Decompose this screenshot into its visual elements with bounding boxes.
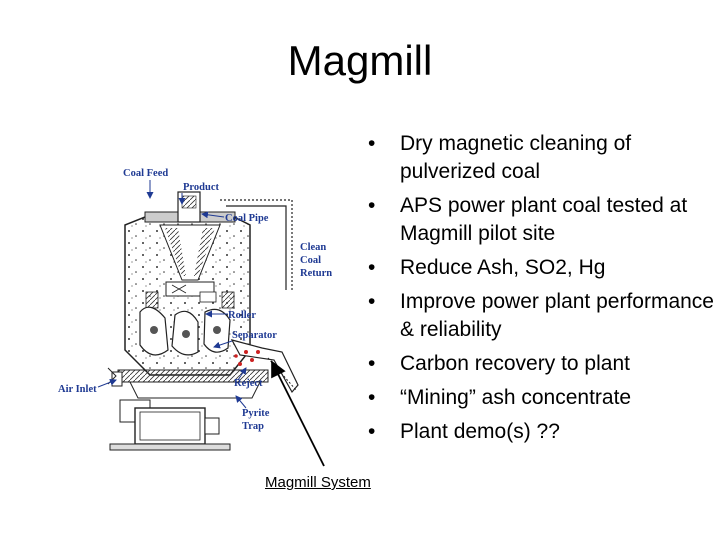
label-coal-feed: Coal Feed [123, 168, 168, 179]
label-arrows [97, 180, 247, 409]
label-pyrite: Pyrite [242, 408, 270, 419]
label-clean: Clean [300, 242, 326, 253]
bullet-item: Improve power plant performance & reliab… [364, 288, 714, 344]
label-product: Product [183, 182, 219, 193]
mill-base [107, 367, 269, 451]
slide-title: Magmill [287, 37, 433, 84]
bullet-item: Dry magnetic cleaning of pulverized coal [364, 130, 714, 186]
roller-assembly [139, 306, 231, 356]
label-reject: Reject [234, 378, 263, 389]
bullet-item: APS power plant coal tested at Magmill p… [364, 192, 714, 248]
label-coal-pipe: Coal Pipe [225, 213, 269, 224]
bullet-item: Reduce Ash, SO2, Hg [364, 254, 714, 282]
label-return: Return [300, 268, 332, 279]
bullet-item: “Mining” ash concentrate [364, 384, 714, 412]
label-air-inlet: Air Inlet [58, 384, 97, 395]
bullet-item: Plant demo(s) ?? [364, 418, 714, 446]
bullet-list: Dry magnetic cleaning of pulverized coal… [364, 130, 714, 452]
diagram-labels: Coal Feed Product Coal Pipe Clean Coal R… [58, 168, 332, 432]
bullet-item: Carbon recovery to plant [364, 350, 714, 378]
label-coal: Coal [300, 255, 321, 266]
label-separator: Separator [232, 330, 277, 341]
diagram-caption: Magmill System [265, 474, 371, 491]
label-trap: Trap [242, 421, 264, 432]
classifier-section [145, 281, 235, 309]
caption-pointer-arrow [271, 360, 325, 467]
label-roller: Roller [228, 310, 256, 321]
